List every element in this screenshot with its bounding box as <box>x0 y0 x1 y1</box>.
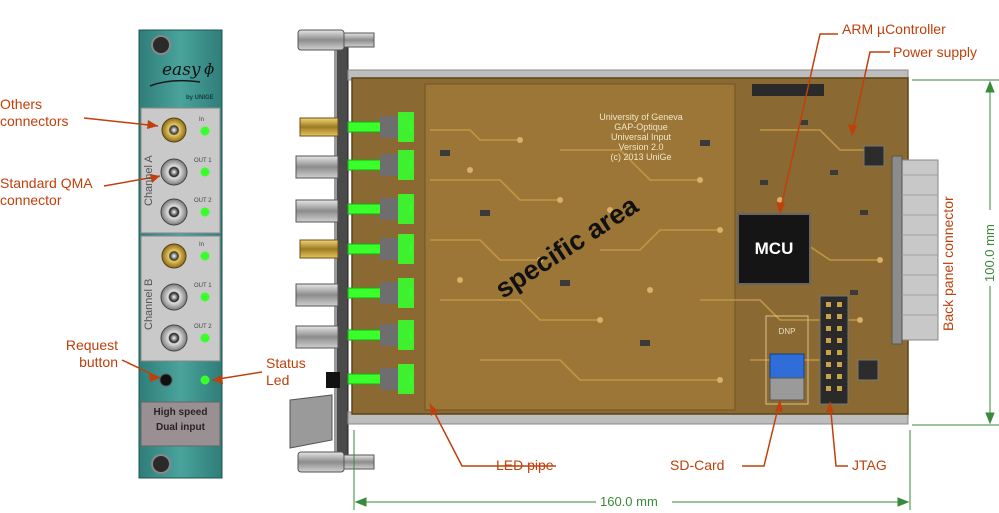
label-request-button: Request button <box>65 337 118 370</box>
label-power-supply: Power supply <box>893 44 978 60</box>
led-out1-b-label: OUT 1 <box>194 283 212 289</box>
led-out1-a <box>200 167 210 177</box>
led-out1-a-label: OUT 1 <box>194 158 212 164</box>
request-button[interactable] <box>159 373 173 387</box>
specific-area-region <box>424 83 736 411</box>
mcu-label: MCU <box>754 239 794 258</box>
label-sd-card: SD-Card <box>670 457 725 473</box>
jtag-connector <box>819 295 849 405</box>
led-in-a-label: In <box>199 117 205 123</box>
board-connectors <box>295 117 340 388</box>
led-out2-a-label: OUT 2 <box>194 198 212 204</box>
qma-connector-b2[interactable] <box>160 324 188 352</box>
label-standard-qma: Standard QMA connector <box>0 175 93 208</box>
sd-card-slot <box>769 353 805 379</box>
board-assembly <box>289 29 939 473</box>
sma-connector-a[interactable] <box>161 117 187 143</box>
channel-b-label: Channel B <box>143 278 155 330</box>
callout-lines <box>83 33 890 467</box>
label-status-led: Status Led <box>266 355 306 388</box>
led-in-b-label: In <box>199 242 205 248</box>
status-led <box>200 375 210 385</box>
led-out2-a <box>200 207 210 217</box>
dnp-area <box>765 315 809 405</box>
qma-connector-a2[interactable] <box>160 198 188 226</box>
dnp-label: DNP <box>778 327 796 336</box>
qma-connector-b1[interactable] <box>160 283 188 311</box>
board-silkscreen: University of Geneva GAP-Optique Univers… <box>599 112 683 162</box>
label-jtag: JTAG <box>852 457 887 473</box>
label-arm: ARM µController <box>842 21 946 37</box>
label-back-panel-connector: Back panel connector <box>940 196 956 331</box>
qma-connector-a1[interactable] <box>160 158 188 186</box>
power-supply-chip <box>863 145 885 167</box>
dimension-lines <box>353 79 999 510</box>
led-out2-b <box>200 333 210 343</box>
back-panel-connector <box>897 159 939 341</box>
callout-arrowheads <box>147 120 857 416</box>
label-led-pipe: LED pipe <box>496 457 554 473</box>
panel-plate-text: High speed Dual input <box>153 407 208 433</box>
channel-a-label: Channel A <box>143 155 155 206</box>
dimension-height: 100.0 mm <box>982 224 997 282</box>
panel-screw-top <box>151 35 171 55</box>
panel-screw-bottom <box>151 454 171 474</box>
mcu-chip <box>737 213 811 285</box>
panel-logo-sub: by UNIGE <box>186 95 214 101</box>
panel-plate <box>140 401 221 447</box>
led-in-a <box>200 126 210 136</box>
phi-icon: ɸ <box>204 60 215 78</box>
led-out1-b <box>200 292 210 302</box>
dimension-width: 160.0 mm <box>600 494 658 509</box>
front-panel <box>138 29 223 479</box>
label-others-connectors: Others connectors <box>0 96 69 129</box>
led-out2-b-label: OUT 2 <box>194 324 212 330</box>
led-in-b <box>200 251 210 261</box>
sma-connector-b[interactable] <box>161 243 187 269</box>
panel-logo: easy <box>162 60 201 80</box>
